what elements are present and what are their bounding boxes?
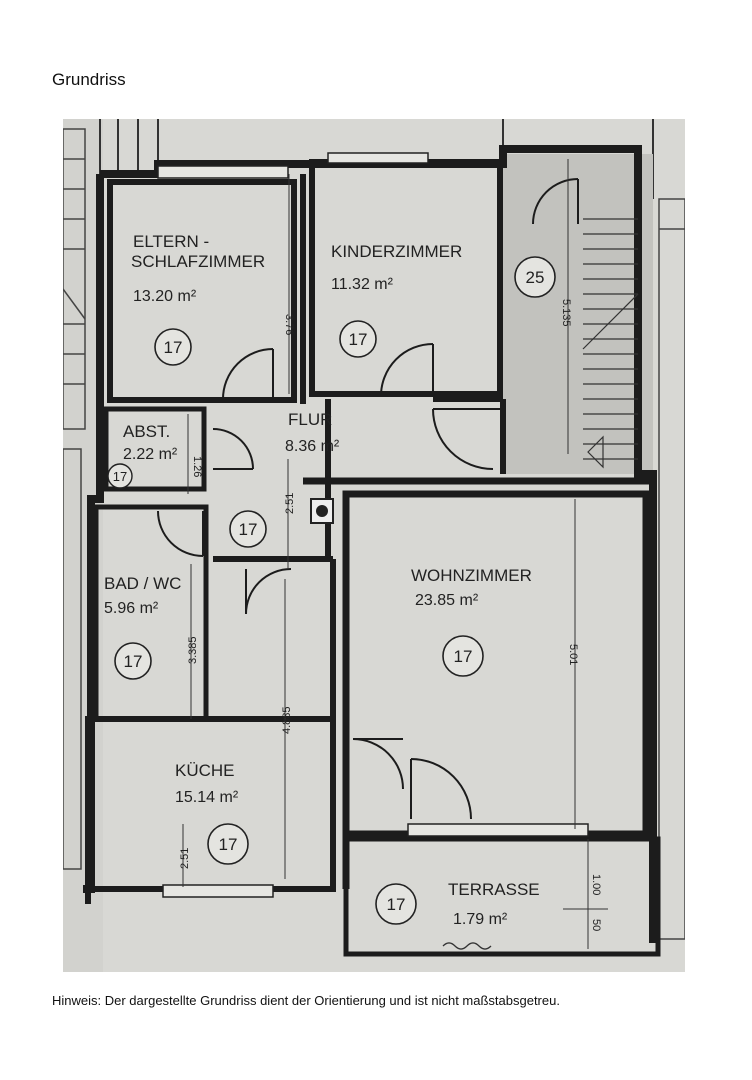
- room-area-kueche: 15.14 m²: [175, 789, 239, 806]
- badge-kueche: 17: [207, 823, 249, 865]
- room-name-terrasse: TERRASSE: [448, 880, 540, 899]
- disclaimer-note: Hinweis: Der dargestellte Grundriss dien…: [52, 993, 560, 1008]
- svg-text:17: 17: [219, 835, 238, 854]
- room-name-wohn: WOHNZIMMER: [411, 566, 532, 585]
- room-area-terrasse: 1.79 m²: [453, 911, 508, 928]
- room-name-kueche: KÜCHE: [175, 761, 235, 780]
- dim-flur: 2.51: [284, 493, 296, 514]
- page-title: Grundriss: [52, 70, 126, 89]
- svg-text:17: 17: [349, 330, 368, 349]
- room-area-bad: 5.96 m²: [104, 600, 159, 617]
- dim-wohn: 5.01: [567, 644, 579, 665]
- svg-text:17: 17: [387, 895, 406, 914]
- shaft-icon: [310, 498, 334, 524]
- dimension-lines: [182, 159, 608, 949]
- staircase: [582, 218, 639, 469]
- room-area-flur: 8.36 m²: [285, 438, 340, 455]
- room-name-abst: ABST.: [123, 422, 170, 441]
- room-area-eltern: 13.20 m²: [133, 288, 197, 305]
- windows: [157, 152, 589, 898]
- doors: [157, 178, 579, 820]
- room-name-eltern-2: SCHLAFZIMMER: [131, 252, 265, 271]
- badge-abst: 17: [107, 463, 133, 489]
- badge-terrasse: 17: [375, 883, 417, 925]
- badge-kinder: 17: [339, 320, 377, 358]
- terrasse-scribble: [442, 942, 492, 950]
- dim-abst: 1.26: [191, 456, 203, 477]
- room-name-kinder: KINDERZIMMER: [331, 242, 462, 261]
- dim-terrasse-depth: 1.00: [590, 874, 602, 895]
- dim-terrasse-small: 50: [590, 919, 602, 931]
- dim-stair: 5.135: [560, 299, 572, 327]
- svg-text:17: 17: [239, 520, 258, 539]
- dim-bad: 3.385: [187, 636, 199, 664]
- badge-flur: 17: [229, 510, 267, 548]
- room-name-flur: FLUR: [288, 410, 332, 429]
- right-neighbour: [658, 198, 685, 940]
- svg-text:17: 17: [454, 647, 473, 666]
- room-area-kinder: 11.32 m²: [331, 276, 394, 293]
- room-name-bad: BAD / WC: [104, 574, 181, 593]
- room-name-eltern: ELTERN -: [133, 232, 209, 251]
- badge-wohn: 17: [442, 635, 484, 677]
- badge-stair: 25: [514, 256, 556, 298]
- left-neighbour-stairs: [63, 128, 86, 870]
- dim-eltern: 3.76: [283, 314, 295, 335]
- badge-bad: 17: [114, 642, 152, 680]
- room-area-abst: 2.22 m²: [123, 446, 178, 463]
- svg-text:25: 25: [526, 268, 545, 287]
- svg-text:17: 17: [124, 652, 143, 671]
- floor-plan: ELTERN - SCHLAFZIMMER 13.20 m² KINDERZIM…: [63, 119, 685, 972]
- dim-kueche-depth: 4.885: [281, 706, 293, 734]
- dim-kueche-width: 2.51: [179, 848, 191, 869]
- svg-text:17: 17: [113, 469, 127, 484]
- room-area-wohn: 23.85 m²: [415, 592, 479, 609]
- svg-text:17: 17: [164, 338, 183, 357]
- badge-eltern: 17: [154, 328, 192, 366]
